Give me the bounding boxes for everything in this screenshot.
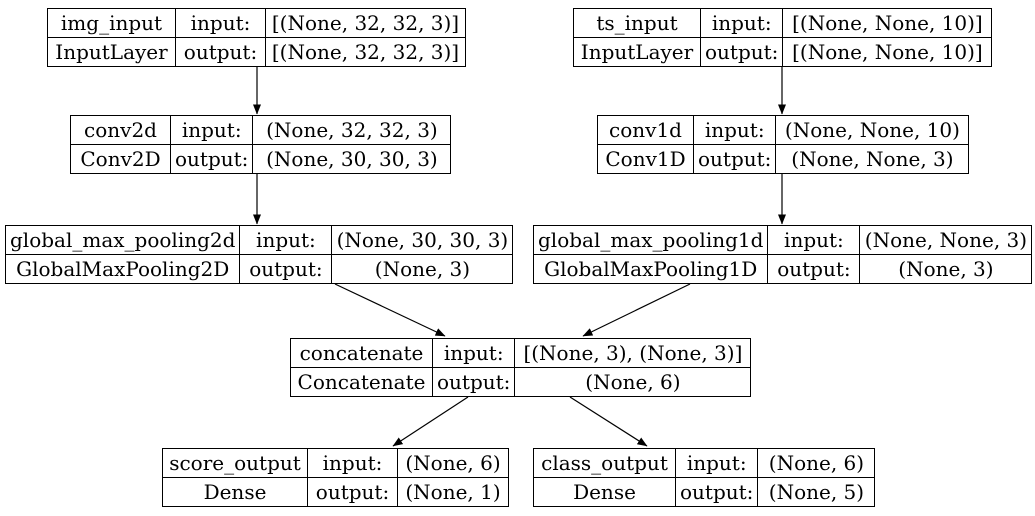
output-shape: (None, 3) (331, 254, 514, 284)
output-shape: (None, None, 3) (775, 144, 970, 174)
node-global_max_pooling1d: global_max_pooling1d input: (None, None,… (532, 225, 1033, 284)
output-label: output: (239, 254, 333, 284)
output-shape: [(None, None, 10)] (782, 37, 993, 67)
input-label: input: (767, 225, 861, 255)
node-conv2d: conv2d input: (None, 32, 32, 3) Conv2D o… (70, 115, 452, 174)
layer-name: global_max_pooling1d (532, 225, 769, 255)
layer-name: img_input (47, 8, 176, 38)
input-shape: (None, 32, 32, 3) (252, 115, 452, 145)
layer-type: GlobalMaxPooling1D (532, 254, 769, 284)
output-label: output: (692, 144, 777, 174)
input-label: input: (692, 115, 777, 145)
node-conv1d: conv1d input: (None, None, 10) Conv1D ou… (597, 115, 970, 174)
input-shape: (None, 6) (397, 448, 509, 478)
input-shape: [(None, None, 10)] (782, 8, 993, 38)
node-img_input: img_input input: [(None, 32, 32, 3)] Inp… (47, 8, 466, 67)
layer-name: conv2d (70, 115, 171, 145)
input-label: input: (175, 8, 266, 38)
layer-type: Concatenate (290, 367, 433, 397)
node-global_max_pooling2d: global_max_pooling2d input: (None, 30, 3… (4, 225, 514, 284)
layer-type: InputLayer (573, 37, 701, 67)
output-shape: (None, 6) (514, 367, 752, 397)
layer-type: GlobalMaxPooling2D (4, 254, 241, 284)
layer-name: score_output (162, 448, 308, 478)
output-shape: (None, 5) (757, 477, 876, 507)
output-label: output: (699, 37, 784, 67)
edge-concatenate-to-class_output (569, 396, 648, 447)
output-shape: [(None, 32, 32, 3)] (265, 37, 466, 67)
node-class_output: class_output input: (None, 6) Dense outp… (533, 448, 876, 507)
layer-type: InputLayer (47, 37, 176, 67)
output-label: output: (307, 477, 398, 507)
layer-type: Dense (533, 477, 676, 507)
output-shape: (None, 30, 30, 3) (252, 144, 452, 174)
edge-global_max_pooling1d-to-concatenate (582, 283, 691, 337)
node-concatenate: concatenate input: [(None, 3), (None, 3)… (290, 338, 752, 397)
output-label: output: (767, 254, 861, 284)
output-shape: (None, 3) (859, 254, 1033, 284)
input-shape: (None, 6) (757, 448, 876, 478)
node-score_output: score_output input: (None, 6) Dense outp… (162, 448, 509, 507)
layer-name: concatenate (290, 338, 433, 368)
input-label: input: (169, 115, 254, 145)
input-label: input: (699, 8, 784, 38)
input-shape: (None, 30, 30, 3) (331, 225, 514, 255)
input-shape: (None, None, 3) (859, 225, 1033, 255)
output-shape: (None, 1) (397, 477, 509, 507)
layer-name: conv1d (597, 115, 694, 145)
input-shape: [(None, 32, 32, 3)] (265, 8, 466, 38)
input-label: input: (674, 448, 759, 478)
layer-name: class_output (533, 448, 676, 478)
output-label: output: (674, 477, 759, 507)
node-ts_input: ts_input input: [(None, None, 10)] Input… (573, 8, 993, 67)
edge-global_max_pooling2d-to-concatenate (334, 283, 446, 337)
input-label: input: (431, 338, 516, 368)
layer-type: Dense (162, 477, 308, 507)
input-shape: [(None, 3), (None, 3)] (514, 338, 752, 368)
output-label: output: (169, 144, 254, 174)
output-label: output: (431, 367, 516, 397)
output-label: output: (175, 37, 266, 67)
layer-name: ts_input (573, 8, 701, 38)
input-label: input: (307, 448, 398, 478)
edge-concatenate-to-score_output (392, 396, 469, 447)
input-label: input: (239, 225, 333, 255)
layer-name: global_max_pooling2d (4, 225, 241, 255)
layer-type: Conv1D (597, 144, 694, 174)
layer-type: Conv2D (70, 144, 171, 174)
input-shape: (None, None, 10) (775, 115, 970, 145)
